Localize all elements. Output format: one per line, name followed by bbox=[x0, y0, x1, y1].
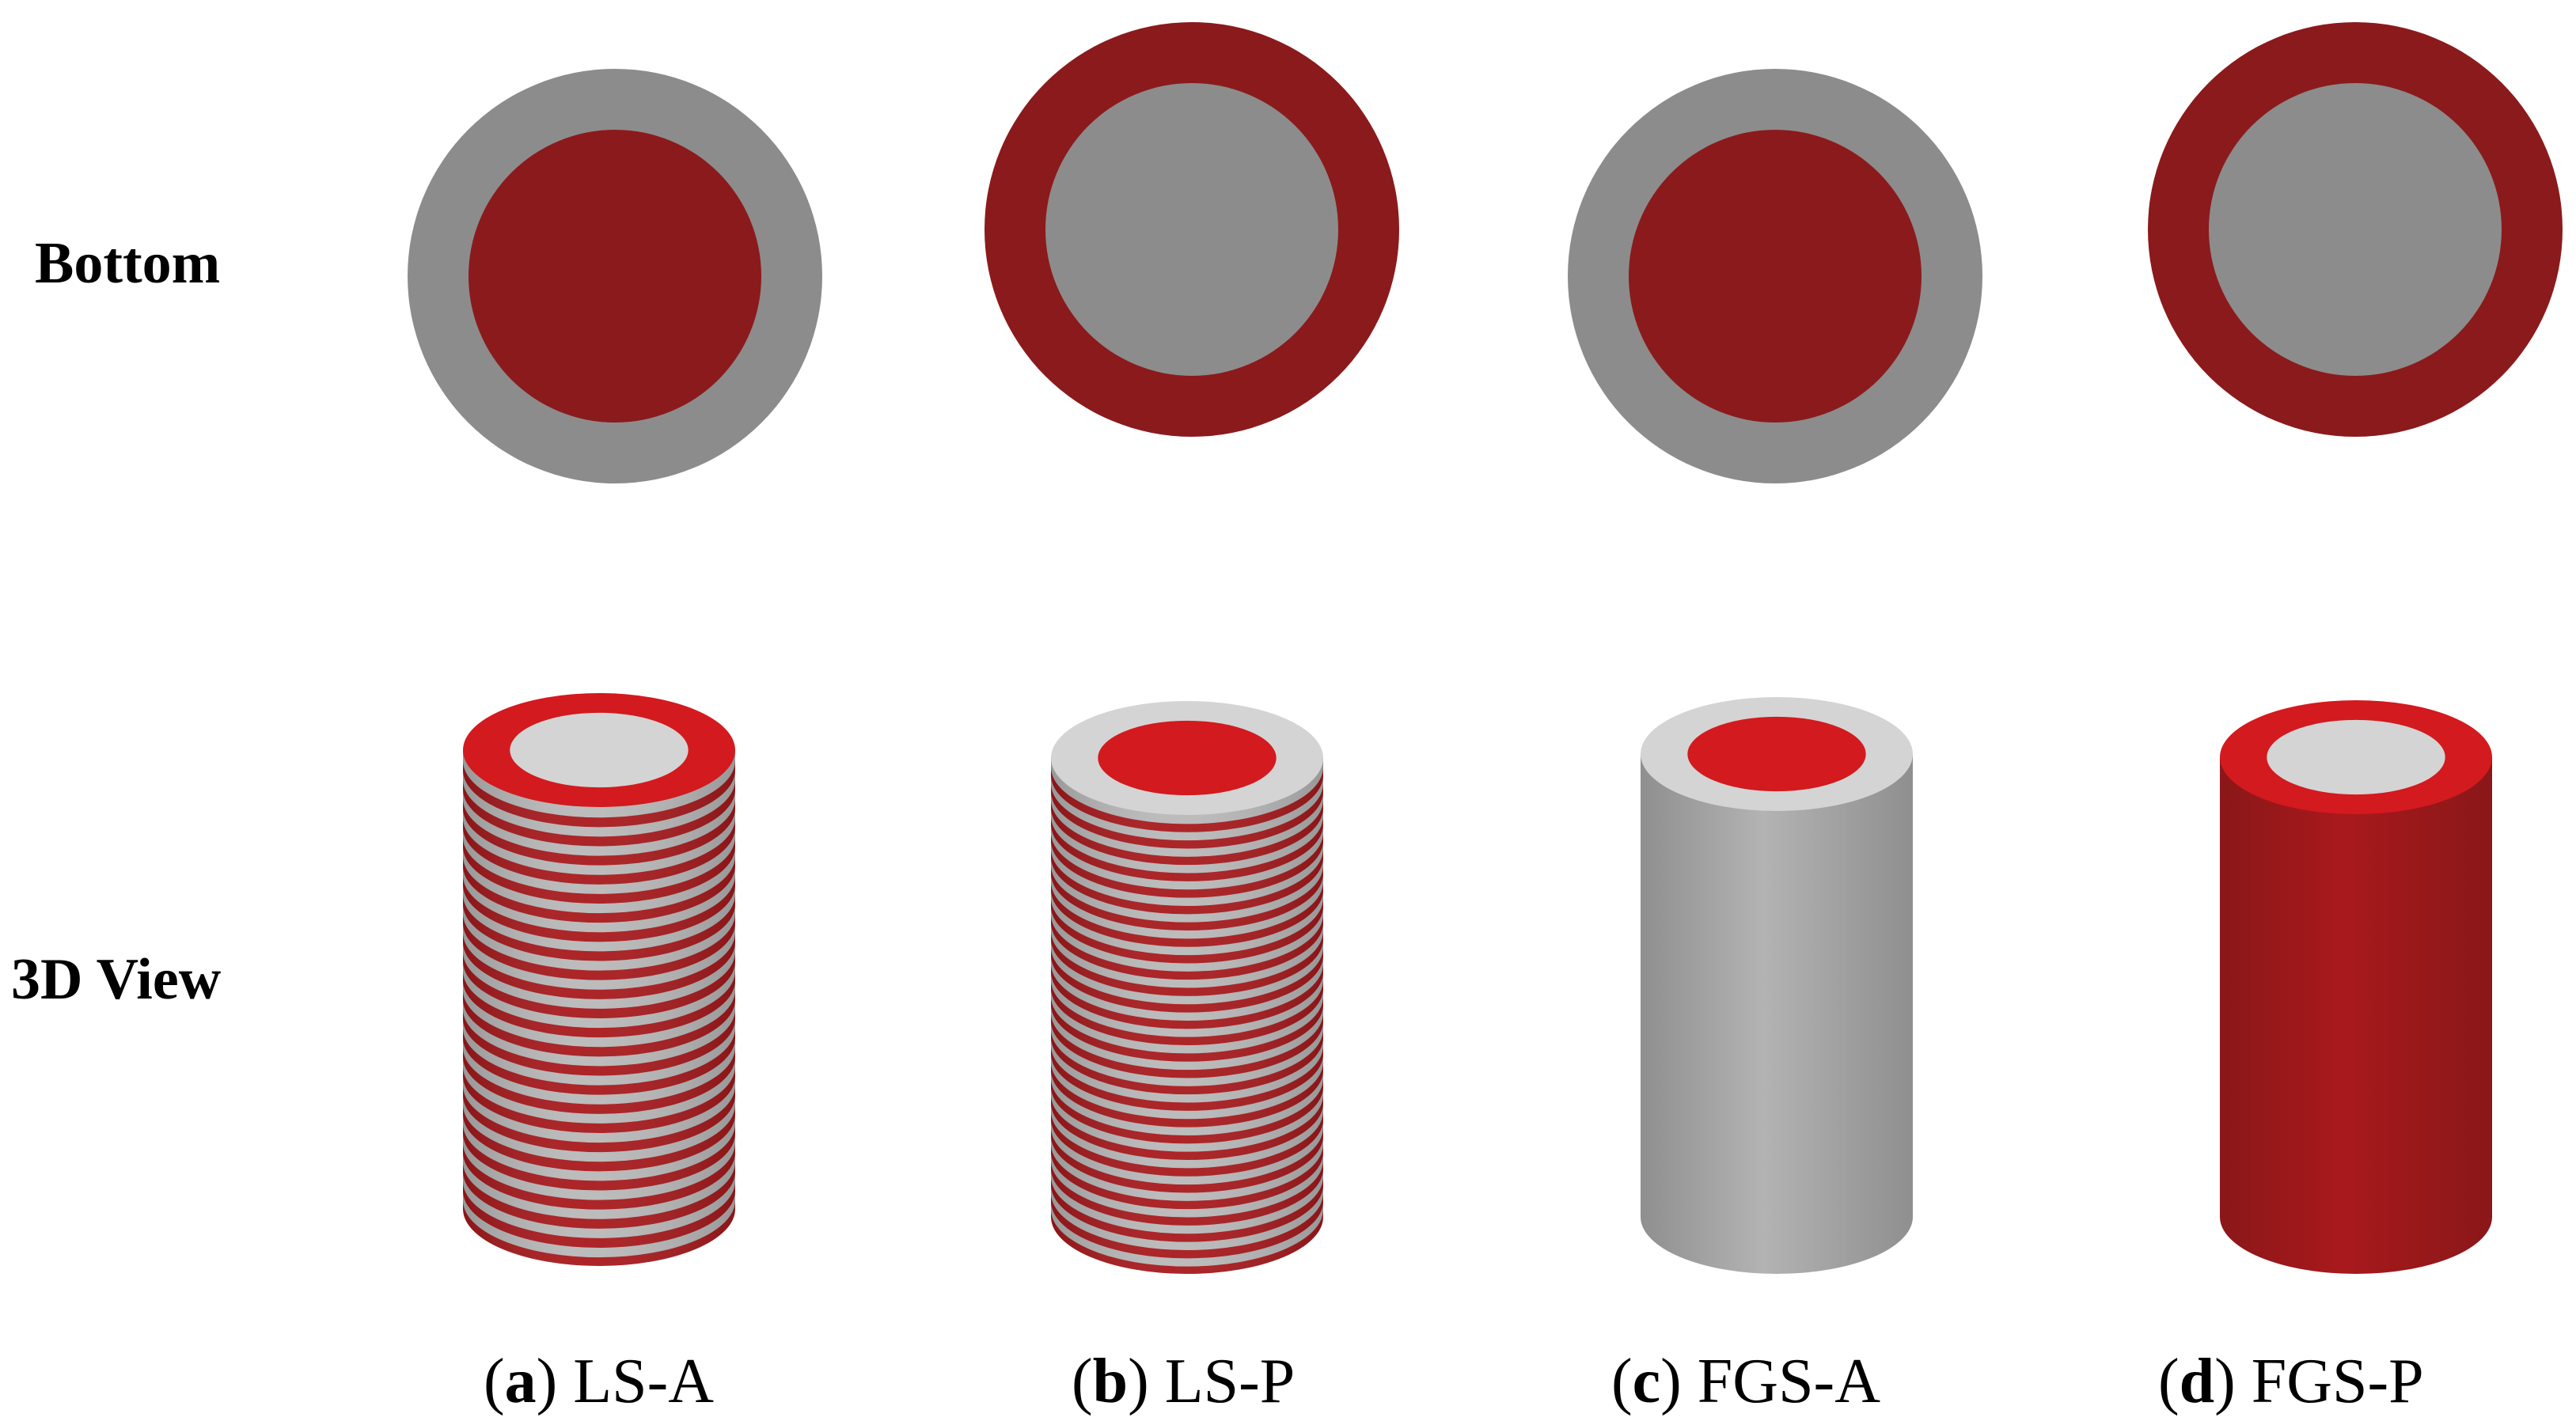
caption-a: (a) LS-A bbox=[484, 1347, 714, 1416]
row-label-bottom: Bottom bbox=[35, 231, 220, 296]
bottom-view-a bbox=[408, 69, 822, 483]
cylinder-d bbox=[2220, 700, 2492, 1274]
bottom-inner-core-b bbox=[1045, 83, 1338, 376]
cylinder-side-c bbox=[1641, 754, 1913, 1274]
cylinder-top-inner-a bbox=[510, 712, 689, 788]
bottom-view-b bbox=[984, 22, 1399, 437]
cylinder-top-inner-b bbox=[1098, 720, 1277, 796]
row-label-3d-view: 3D View bbox=[11, 947, 222, 1012]
bottom-inner-core-c bbox=[1629, 130, 1922, 423]
caption-a-name: LS-A bbox=[573, 1347, 714, 1416]
cylinder-c bbox=[1641, 697, 1913, 1274]
bottom-view-row bbox=[408, 22, 2563, 483]
caption-b: (b) LS-P bbox=[1072, 1347, 1295, 1416]
caption-c-name: FGS-A bbox=[1698, 1347, 1880, 1416]
cylinder-side-a bbox=[463, 750, 735, 1266]
3d-view-row bbox=[463, 693, 2492, 1274]
bottom-view-c bbox=[1568, 69, 1982, 483]
caption-d-name: FGS-P bbox=[2252, 1347, 2424, 1416]
caption-row: (a) LS-A (b) LS-P (c) FGS-A (d) FGS-P bbox=[484, 1347, 2424, 1416]
caption-c-letter: c bbox=[1633, 1347, 1661, 1416]
caption-a-letter: a bbox=[505, 1347, 537, 1416]
caption-b-name: LS-P bbox=[1165, 1347, 1296, 1416]
caption-d: (d) FGS-P bbox=[2158, 1347, 2424, 1416]
cylinder-a bbox=[463, 693, 735, 1266]
cylinder-side-d bbox=[2220, 757, 2492, 1274]
caption-c: (c) FGS-A bbox=[1611, 1347, 1880, 1416]
cylinder-side-b bbox=[1051, 758, 1323, 1274]
bottom-inner-core-a bbox=[469, 130, 761, 423]
cylinder-top-inner-d bbox=[2267, 719, 2445, 795]
caption-b-letter: b bbox=[1093, 1347, 1129, 1416]
bottom-inner-core-d bbox=[2209, 83, 2502, 376]
cylinder-top-inner-c bbox=[1687, 716, 1866, 792]
caption-d-letter: d bbox=[2180, 1347, 2215, 1416]
bottom-view-d bbox=[2148, 22, 2563, 437]
cylinder-b bbox=[1051, 701, 1323, 1274]
